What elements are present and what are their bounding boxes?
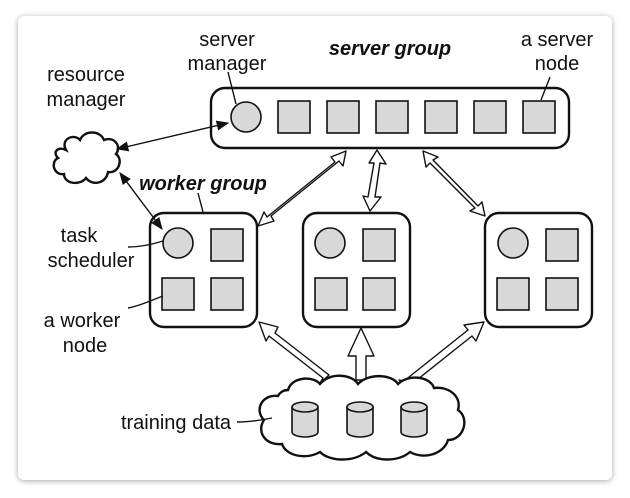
server-manager-node xyxy=(230,101,262,133)
resource-manager-label: manager xyxy=(47,89,126,111)
server-manager-label: server xyxy=(199,29,255,51)
worker-group-right xyxy=(483,211,594,329)
server-node xyxy=(522,100,556,134)
worker-task xyxy=(362,228,396,262)
worker-group-label: worker group xyxy=(139,173,267,195)
cylinder-icon xyxy=(291,401,319,438)
resource-manager-cloud xyxy=(52,131,121,185)
server-node xyxy=(375,100,409,134)
connectors xyxy=(115,71,551,423)
server-worker-right-arrow xyxy=(422,150,486,217)
task-scheduler-node xyxy=(314,227,346,259)
server-node-label: a server xyxy=(521,29,594,51)
server-worker-middle-arrow xyxy=(362,149,387,212)
server-node xyxy=(277,100,311,134)
task-scheduler-node xyxy=(497,227,529,259)
training-data xyxy=(258,374,466,461)
server-node xyxy=(326,100,360,134)
worker-task xyxy=(362,277,396,311)
worker-node-connector xyxy=(127,295,164,309)
server-manager-label: manager xyxy=(188,53,267,75)
worker-node-label: node xyxy=(63,335,108,357)
server-group xyxy=(209,86,571,150)
worker-group-connector xyxy=(197,192,204,213)
worker-group-left xyxy=(148,211,259,329)
cylinder-icon xyxy=(346,401,374,438)
data-worker-left-arrow xyxy=(258,321,330,384)
data-worker-middle-arrow xyxy=(347,327,375,381)
resource-worker-link xyxy=(119,171,163,231)
server-node xyxy=(473,100,507,134)
training-data-label: training data xyxy=(121,412,232,434)
resource-manager-label: resource xyxy=(47,64,125,86)
server-node-connector xyxy=(540,76,551,101)
labels: server manager server group a server nod… xyxy=(44,29,594,434)
server-node xyxy=(424,100,458,134)
worker-task xyxy=(314,277,348,311)
worker-task xyxy=(210,228,244,262)
server-node-label: node xyxy=(535,53,580,75)
resource-server-link xyxy=(115,120,230,152)
worker-group-middle xyxy=(301,211,412,329)
task-scheduler-label: task xyxy=(61,225,99,247)
training-data-connector xyxy=(236,417,273,423)
cloud-icon xyxy=(52,131,121,185)
cylinder-icon xyxy=(400,401,428,438)
worker-task xyxy=(545,228,579,262)
server-worker-arrows xyxy=(257,149,486,227)
task-scheduler-node xyxy=(162,227,194,259)
task-scheduler-label: scheduler xyxy=(48,250,135,272)
worker-task xyxy=(210,277,244,311)
server-group-label: server group xyxy=(329,38,451,60)
data-worker-arrows xyxy=(258,321,485,388)
data-worker-right-arrow xyxy=(398,321,485,388)
server-manager-connector xyxy=(227,71,237,105)
worker-node-label: a worker xyxy=(44,310,121,332)
worker-task xyxy=(161,277,195,311)
worker-task xyxy=(496,277,530,311)
worker-task xyxy=(545,277,579,311)
task-scheduler-connector xyxy=(127,240,164,248)
